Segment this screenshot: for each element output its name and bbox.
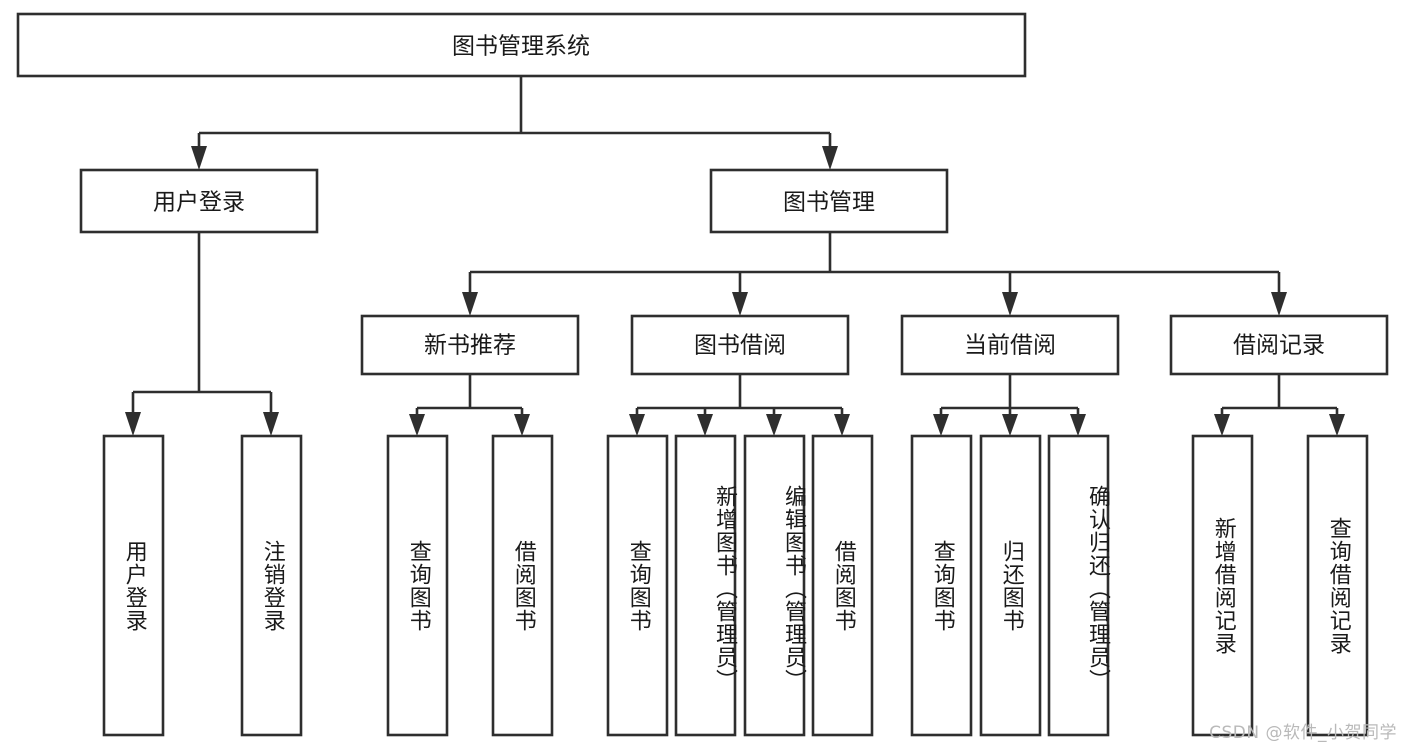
node-leaf-10-box[interactable]: [979, 434, 1042, 737]
node-root[interactable]: 图书管理系统: [16, 12, 1027, 78]
arrowhead-leaf-1: [125, 412, 141, 436]
arrowhead-leaf-9: [933, 414, 949, 436]
node-login-label: 用户登录: [153, 190, 245, 216]
node-root-label: 图书管理系统: [452, 34, 590, 60]
arrowhead-leaf-2: [263, 412, 279, 436]
arrowhead-leaf-13: [1329, 414, 1345, 436]
arrowhead-borrow: [732, 292, 748, 316]
arrowhead-newbook: [462, 292, 478, 316]
node-leaf-9-box[interactable]: [910, 434, 973, 737]
arrowhead-leaf-10: [1002, 414, 1018, 436]
node-borrow[interactable]: 图书借阅: [630, 314, 850, 376]
arrowhead-leaf-7: [766, 414, 782, 436]
node-leaf-6-box[interactable]: [674, 434, 737, 737]
connector-group-root: [191, 76, 838, 170]
node-borrow-box[interactable]: [630, 314, 850, 376]
node-leaf-4-box[interactable]: [491, 434, 554, 737]
node-leaf-11-box[interactable]: [1047, 434, 1110, 737]
node-leaf-12-box[interactable]: [1191, 434, 1254, 737]
arrowhead-leaf-6: [697, 414, 713, 436]
arrowhead-leaf-12: [1214, 414, 1230, 436]
arrowhead-leaf-8: [834, 414, 850, 436]
arrowhead-leaf-3: [409, 414, 425, 436]
node-records-label: 借阅记录: [1233, 333, 1325, 359]
node-login-box[interactable]: [79, 168, 319, 234]
arrowhead-current: [1002, 292, 1018, 316]
arrowhead-leaf-4: [514, 414, 530, 436]
arrowhead-bookmgmt: [822, 146, 838, 170]
connector-group-newbook: [409, 374, 530, 436]
node-bookmgmt-box[interactable]: [709, 168, 949, 234]
arrowhead-leaf-5: [629, 414, 645, 436]
node-login[interactable]: 用户登录: [79, 168, 319, 234]
arrowhead-leaf-11: [1070, 414, 1086, 436]
node-current[interactable]: 当前借阅: [900, 314, 1120, 376]
node-leaf-5-box[interactable]: [606, 434, 669, 737]
node-borrow-label: 图书借阅: [694, 333, 786, 359]
node-leaf-13-box[interactable]: [1306, 434, 1369, 737]
node-root-box[interactable]: [16, 12, 1027, 78]
node-newbook-box[interactable]: [360, 314, 580, 376]
node-current-box[interactable]: [900, 314, 1120, 376]
node-newbook[interactable]: 新书推荐: [360, 314, 580, 376]
node-bookmgmt-label: 图书管理: [783, 190, 875, 216]
node-newbook-label: 新书推荐: [424, 333, 516, 359]
connector-group-bookmgmt: [462, 232, 1287, 316]
node-leaf-7-box[interactable]: [743, 434, 806, 737]
connector-group-borrow: [629, 374, 850, 436]
connector-group-records: [1214, 374, 1345, 436]
node-records[interactable]: 借阅记录: [1169, 314, 1389, 376]
node-leaf-1-box[interactable]: [102, 434, 165, 737]
csdn-watermark: CSDN @软件_小贺同学: [1209, 723, 1397, 743]
connector-group-login: [125, 232, 279, 436]
arrowhead-records: [1271, 292, 1287, 316]
connector-group-current: [933, 374, 1086, 436]
node-leaf-2-box[interactable]: [240, 434, 303, 737]
arrowhead-login: [191, 146, 207, 170]
node-records-box[interactable]: [1169, 314, 1389, 376]
node-leaf-3-box[interactable]: [386, 434, 449, 737]
node-current-label: 当前借阅: [964, 333, 1056, 359]
node-bookmgmt[interactable]: 图书管理: [709, 168, 949, 234]
node-leaf-8-box[interactable]: [811, 434, 874, 737]
